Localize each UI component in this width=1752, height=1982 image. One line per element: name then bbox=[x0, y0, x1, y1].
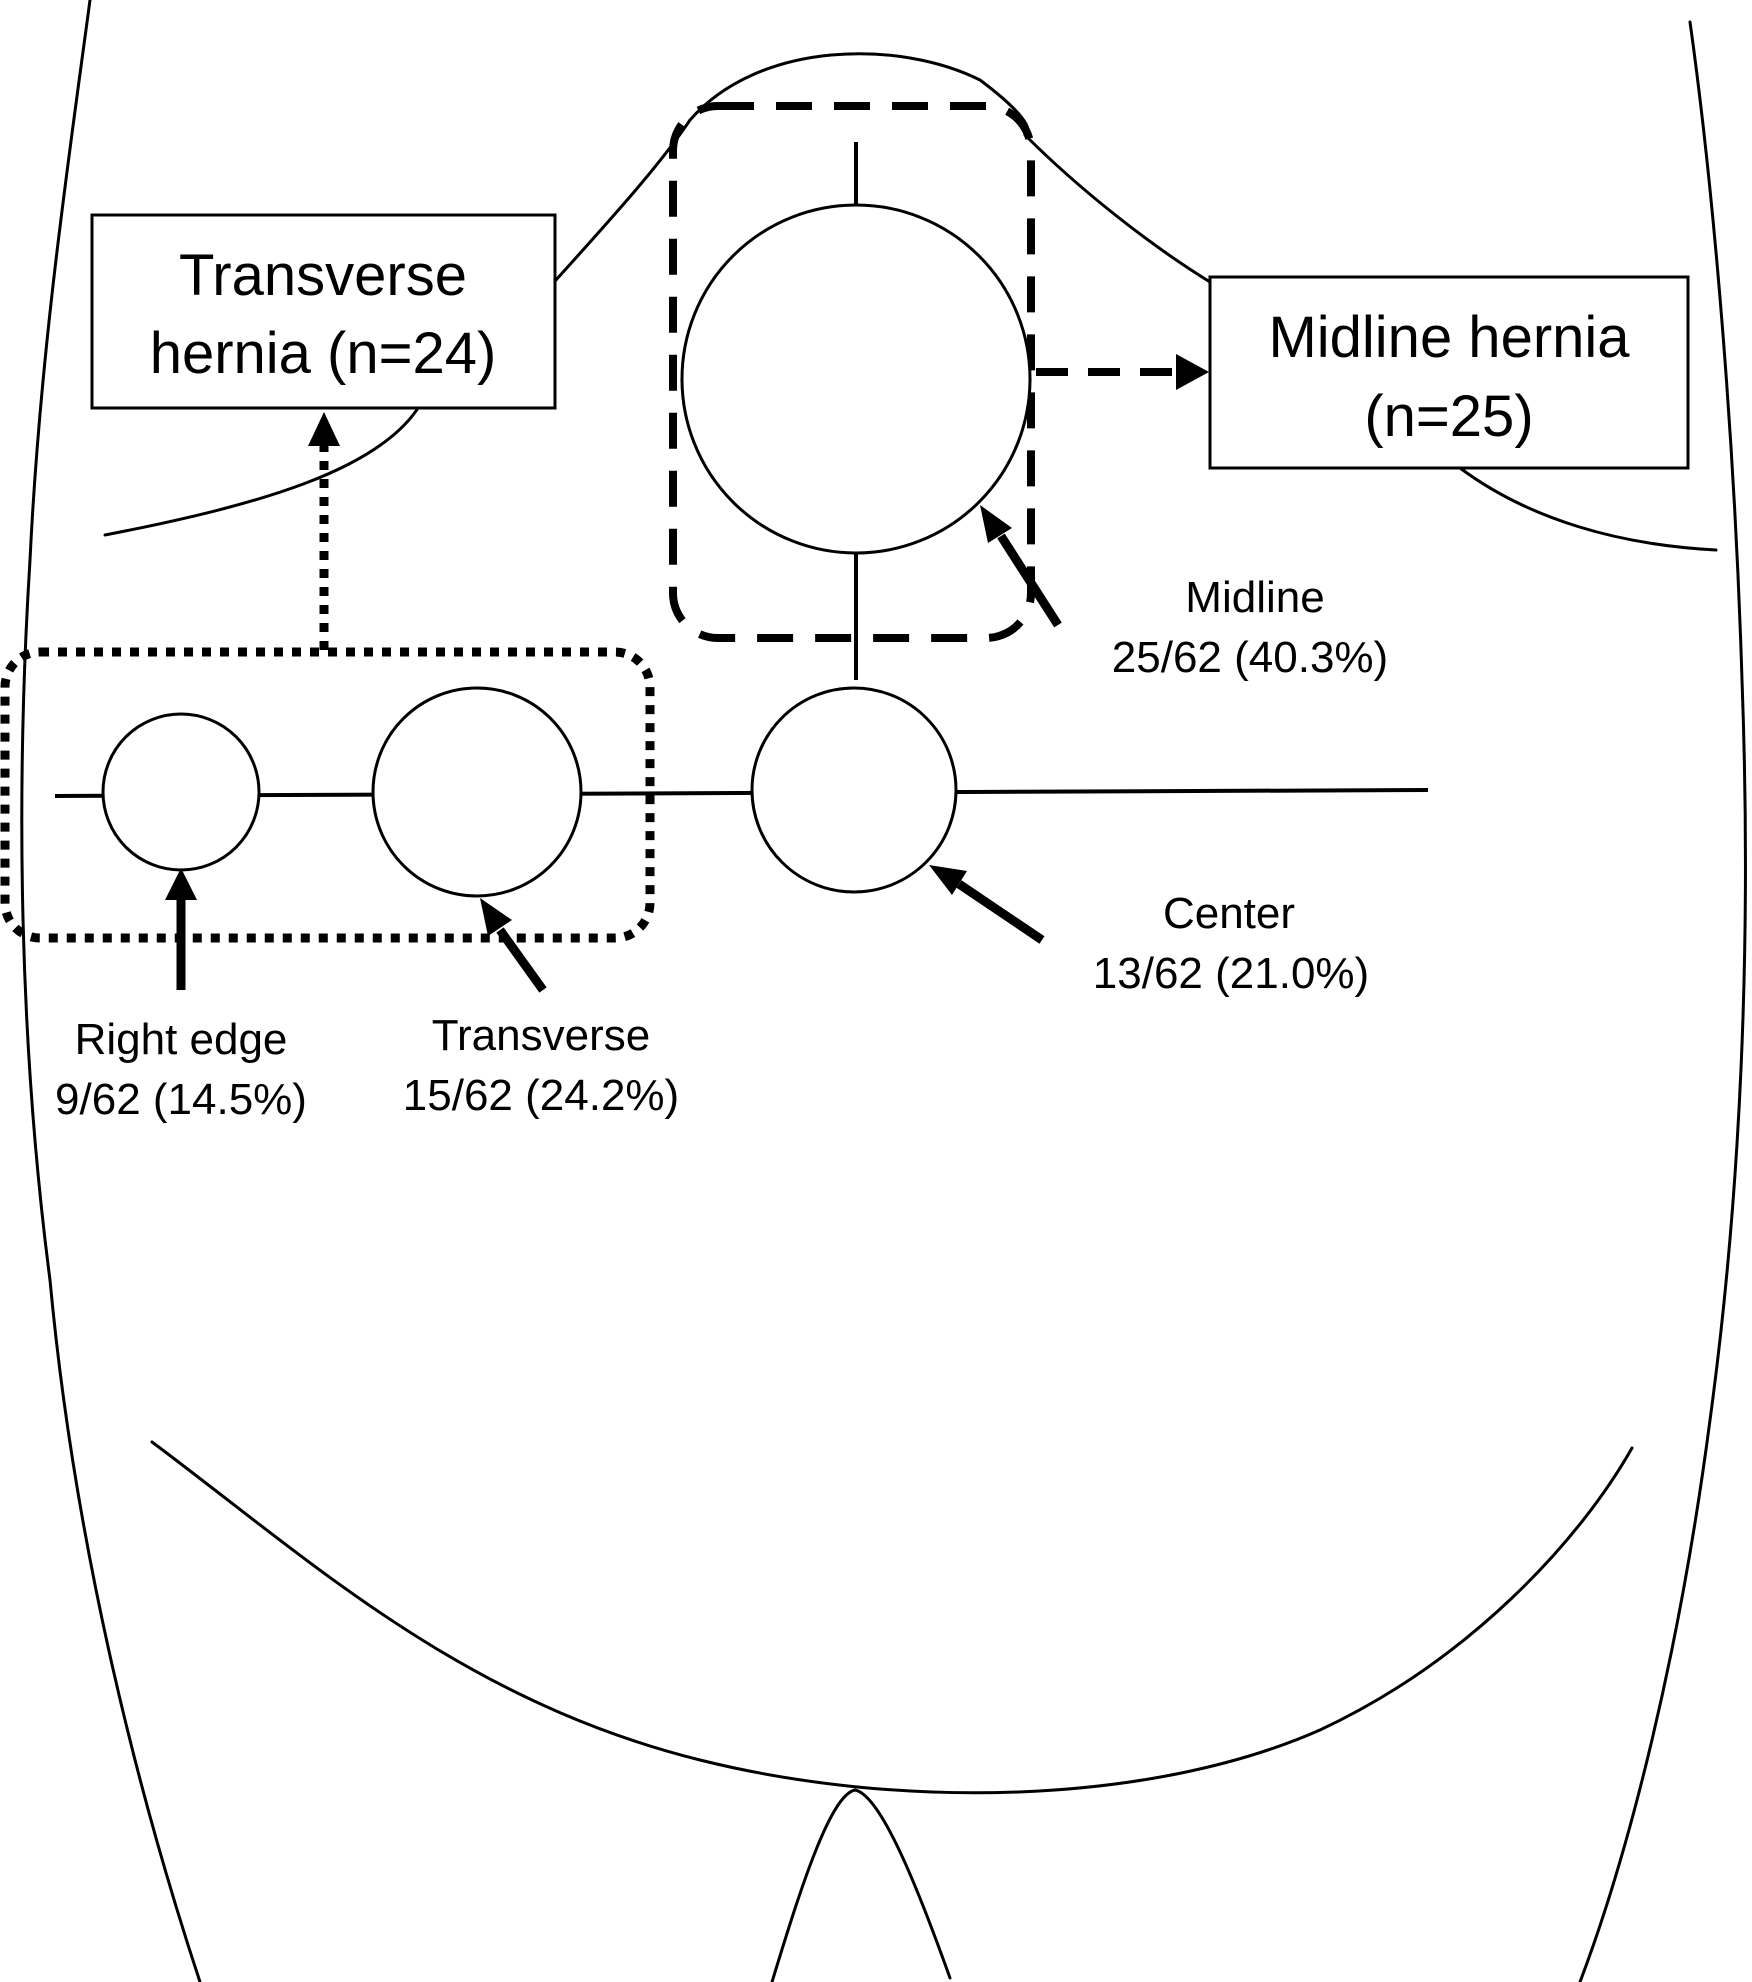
body-outline bbox=[20, 0, 1747, 1982]
transverse-group-arrow bbox=[308, 412, 340, 650]
center-site-stat: 13/62 (21.0%) bbox=[1093, 949, 1369, 998]
center-site-label: Center 13/62 (21.0%) bbox=[1093, 889, 1369, 998]
transverse-site-name: Transverse bbox=[432, 1011, 650, 1060]
midline-group-arrow-head bbox=[1176, 354, 1209, 390]
left-flank-contour bbox=[20, 0, 202, 1982]
midline-group-arrow bbox=[1036, 354, 1209, 390]
midline-site-name: Midline bbox=[1185, 573, 1324, 622]
midline-site-stat: 25/62 (40.3%) bbox=[1112, 633, 1388, 682]
transverse-hernia-box-frame bbox=[90, 213, 557, 410]
transverse-site-stat: 15/62 (24.2%) bbox=[403, 1071, 679, 1120]
pelvic-contour bbox=[150, 1440, 1634, 1795]
midline-pointer-head bbox=[980, 505, 1012, 543]
right-edge-site-name: Right edge bbox=[75, 1015, 288, 1064]
rib-cage-left-contour bbox=[103, 403, 422, 537]
transverse-group-arrow-head bbox=[308, 412, 340, 446]
rib-cage-upper-left-contour bbox=[554, 52, 1030, 282]
transverse-site-circle bbox=[371, 686, 583, 898]
center-pointer-shaft bbox=[956, 880, 1045, 944]
midline-hernia-box-line2: (n=25) bbox=[1364, 384, 1533, 449]
midline-site-circle bbox=[680, 203, 1032, 555]
site-axes bbox=[54, 142, 1429, 798]
midline-hernia-box-line1: Midline hernia bbox=[1268, 305, 1630, 370]
transverse-site-label: Transverse 15/62 (24.2%) bbox=[403, 1011, 679, 1120]
center-pointer-head bbox=[929, 865, 967, 895]
midline-hernia-box: Midline hernia (n=25) bbox=[1208, 275, 1690, 470]
midline-pointer-shaft bbox=[997, 533, 1062, 628]
right-edge-site-label: Right edge 9/62 (14.5%) bbox=[55, 1015, 307, 1124]
transverse-hernia-box-line1: Transverse bbox=[179, 243, 467, 308]
center-site-name: Center bbox=[1163, 889, 1295, 938]
hernia-sites bbox=[101, 203, 1032, 898]
center-pointer-arrow bbox=[929, 865, 1045, 944]
transverse-hernia-box-line2: hernia (n=24) bbox=[150, 321, 497, 386]
rib-cage-right-contour bbox=[1458, 466, 1718, 552]
transverse-hernia-group-outline bbox=[0, 647, 655, 943]
midline-hernia-group-outline bbox=[669, 102, 1035, 642]
midline-pointer-arrow bbox=[980, 505, 1062, 628]
transverse-pointer-arrow bbox=[480, 898, 547, 993]
transverse-hernia-box: Transverse hernia (n=24) bbox=[90, 213, 557, 410]
right-edge-site-circle bbox=[101, 712, 261, 872]
center-site-circle bbox=[750, 686, 958, 894]
right-flank-contour bbox=[1578, 20, 1747, 1982]
right-edge-pointer-head bbox=[165, 868, 197, 900]
midline-hernia-box-frame bbox=[1208, 275, 1690, 470]
midline-site-label: Midline 25/62 (40.3%) bbox=[1112, 573, 1388, 682]
groin-contour bbox=[770, 1788, 952, 1982]
transverse-pointer-shaft bbox=[496, 927, 547, 993]
right-edge-pointer-arrow bbox=[165, 868, 197, 990]
transverse-pointer-head bbox=[480, 898, 512, 936]
rib-cage-upper-right-contour bbox=[1023, 133, 1212, 284]
transverse-axis bbox=[54, 788, 1429, 798]
right-edge-site-stat: 9/62 (14.5%) bbox=[55, 1075, 307, 1124]
